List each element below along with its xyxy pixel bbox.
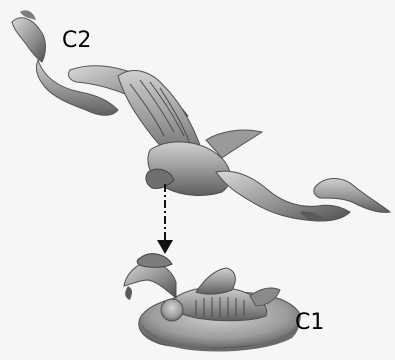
c1-claw (125, 286, 132, 300)
c1-head (137, 254, 172, 268)
label-c2: C2 (62, 30, 91, 52)
label-c1: C1 (295, 312, 324, 334)
c2-head-left (12, 18, 46, 62)
transition-arrow (157, 184, 173, 254)
figure-c1 (124, 254, 300, 352)
c1-sphere (161, 299, 183, 321)
c1-wing (196, 268, 235, 294)
arrow-head-icon (157, 240, 173, 254)
